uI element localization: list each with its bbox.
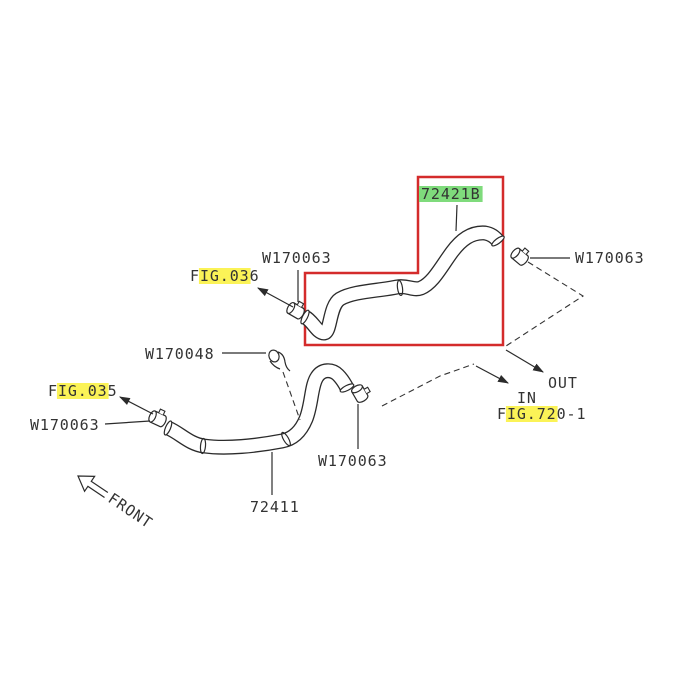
hose-72411-joint-left: [199, 437, 207, 455]
arrow-in: [475, 365, 509, 384]
reference-fig035-suffix: 5: [108, 382, 118, 400]
highlight-fig035: [56, 383, 109, 399]
label-clamp-upper-right: W170063: [575, 249, 645, 267]
clamp-middle: [268, 349, 291, 372]
label-clamp-lower-right: W170063: [318, 452, 388, 470]
reference-fig720-prefix: F: [497, 405, 507, 423]
reference-fig720-highlight: IG.72: [507, 405, 557, 423]
highlight-72421b: [419, 186, 483, 202]
clamp-lower-left: [146, 405, 171, 429]
hose-72411-end-left: [163, 420, 173, 436]
reference-fig036: FIG.036: [190, 267, 260, 285]
selection-box: [303, 175, 505, 347]
dashed-outlet-route: [505, 261, 585, 347]
label-clamp-upper-left: W170063: [262, 249, 332, 267]
highlight-fig720: [505, 406, 558, 422]
hose-72411-body: [165, 364, 353, 454]
front-label: FRONT: [105, 489, 156, 532]
dashed-clamp-middle: [282, 371, 301, 421]
clamp-middle-tab: [277, 351, 291, 372]
dashed-inlet-route: [381, 363, 475, 407]
reference-fig036-suffix: 6: [250, 267, 260, 285]
reference-fig720-suffix: 0-1: [557, 405, 587, 423]
hose-72421b-joint: [396, 279, 404, 297]
reference-fig035-highlight: IG.03: [58, 382, 108, 400]
reference-fig720-1: FIG.720-1: [497, 405, 586, 423]
flow-out-label: OUT: [548, 374, 578, 392]
hose-72411-end-right: [339, 383, 355, 393]
front-arrow-icon: [77, 475, 109, 498]
reference-fig036-prefix: F: [190, 267, 200, 285]
leader-72421b: [455, 204, 458, 232]
label-clamp-middle: W170048: [145, 345, 215, 363]
hose-72411: [163, 363, 355, 455]
reference-fig036-highlight: IG.03: [200, 267, 250, 285]
hose-72421b-end-right: [491, 235, 505, 247]
flow-in-label: IN: [517, 389, 537, 407]
clamp-middle-ring: [268, 349, 280, 363]
leader-clamp-lower-left: [104, 420, 151, 425]
label-clamp-lower-left: W170063: [30, 416, 100, 434]
hose-72411-joint-right: [281, 431, 291, 447]
highlight-fig036: [198, 268, 251, 284]
part-number-72421b: 72421B: [421, 185, 481, 203]
clamp-middle-tail: [269, 360, 281, 370]
part-number-72411: 72411: [250, 498, 300, 516]
reference-fig035: FIG.035: [48, 382, 118, 400]
reference-fig035-prefix: F: [48, 382, 58, 400]
arrow-out: [505, 349, 544, 373]
arrow-fig036: [257, 287, 294, 308]
arrow-fig035: [119, 396, 154, 415]
hose-72421b-body: [301, 226, 503, 340]
hose-72421b: [300, 225, 505, 341]
